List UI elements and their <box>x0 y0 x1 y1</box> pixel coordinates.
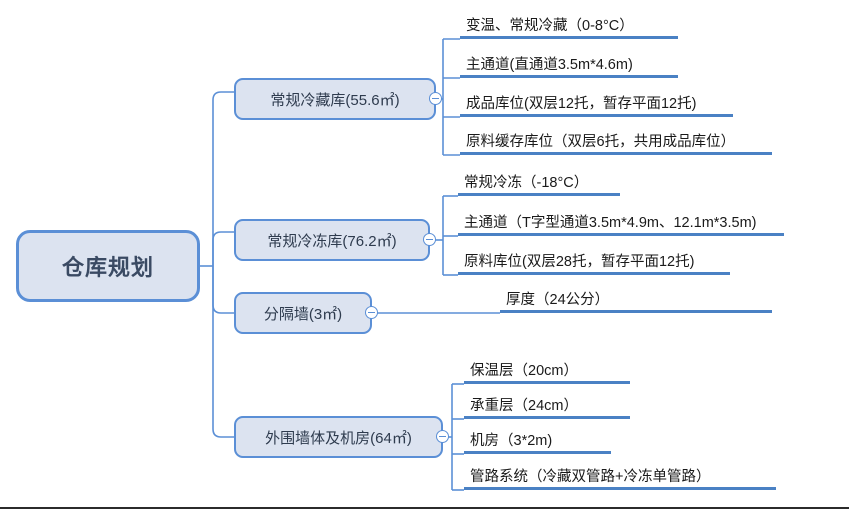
root-node[interactable]: 仓库规划 <box>16 230 200 302</box>
branch-node-2-label: 常规冷冻库(76.2㎡) <box>267 232 397 250</box>
collapse-toggle-branch-2[interactable] <box>423 233 436 246</box>
leaf-item[interactable]: 厚度（24公分） <box>500 286 772 313</box>
leaf-item[interactable]: 管路系统（冷藏双管路+冷冻单管路） <box>464 463 776 490</box>
collapse-toggle-branch-4[interactable] <box>436 430 449 443</box>
leaf-label: 原料库位(双层28托，暂存平面12托) <box>464 253 695 270</box>
leaf-underline <box>460 36 678 39</box>
leaf-item[interactable]: 原料缓存库位（双层6托，共用成品库位） <box>460 128 772 155</box>
branch-node-4-label: 外围墙体及机房(64㎡) <box>265 429 412 447</box>
leaf-item[interactable]: 主通道(直通道3.5m*4.6m) <box>460 51 678 78</box>
leaf-underline <box>458 233 784 236</box>
leaf-underline <box>458 272 730 275</box>
leaf-underline <box>458 193 620 196</box>
leaf-label: 常规冷冻（-18°C） <box>464 174 589 191</box>
leaf-label: 主通道（T字型通道3.5m*4.9m、12.1m*3.5m) <box>464 214 757 231</box>
leaf-label: 主通道(直通道3.5m*4.6m) <box>466 56 633 73</box>
leaf-underline <box>460 152 772 155</box>
leaf-label: 保温层（20cm） <box>470 362 578 379</box>
leaf-item[interactable]: 承重层（24cm） <box>464 392 630 419</box>
footer-divider <box>0 507 849 509</box>
leaf-underline <box>460 75 678 78</box>
branch-node-3[interactable]: 分隔墙(3㎡) <box>234 292 372 334</box>
leaf-underline <box>500 310 772 313</box>
leaf-item[interactable]: 成品库位(双层12托，暂存平面12托) <box>460 90 733 117</box>
leaf-underline <box>464 451 611 454</box>
leaf-label: 管路系统（冷藏双管路+冷冻单管路） <box>470 468 711 485</box>
leaf-label: 承重层（24cm） <box>470 397 578 414</box>
leaf-label: 机房（3*2m) <box>470 432 553 449</box>
root-node-label: 仓库规划 <box>61 255 154 280</box>
leaf-underline <box>460 114 733 117</box>
collapse-toggle-branch-3[interactable] <box>365 306 378 319</box>
branch-node-4[interactable]: 外围墙体及机房(64㎡) <box>234 416 443 458</box>
leaf-item[interactable]: 主通道（T字型通道3.5m*4.9m、12.1m*3.5m) <box>458 209 784 236</box>
leaf-label: 成品库位(双层12托，暂存平面12托) <box>466 95 697 112</box>
leaf-item[interactable]: 机房（3*2m) <box>464 427 611 454</box>
branch-node-3-label: 分隔墙(3㎡) <box>263 305 343 323</box>
leaf-item[interactable]: 变温、常规冷藏（0-8°C） <box>460 12 678 39</box>
leaf-label: 原料缓存库位（双层6托，共用成品库位） <box>466 133 736 150</box>
leaf-underline <box>464 381 630 384</box>
leaf-item[interactable]: 原料库位(双层28托，暂存平面12托) <box>458 248 730 275</box>
leaf-label: 厚度（24公分） <box>506 291 610 308</box>
leaf-label: 变温、常规冷藏（0-8°C） <box>466 17 634 34</box>
branch-node-1[interactable]: 常规冷藏库(55.6㎡) <box>234 78 436 120</box>
collapse-toggle-branch-1[interactable] <box>429 92 442 105</box>
branch-node-2[interactable]: 常规冷冻库(76.2㎡) <box>234 219 430 261</box>
branch-node-1-label: 常规冷藏库(55.6㎡) <box>270 91 400 109</box>
leaf-item[interactable]: 保温层（20cm） <box>464 357 630 384</box>
leaf-underline <box>464 487 776 490</box>
leaf-underline <box>464 416 630 419</box>
leaf-item[interactable]: 常规冷冻（-18°C） <box>458 169 620 196</box>
